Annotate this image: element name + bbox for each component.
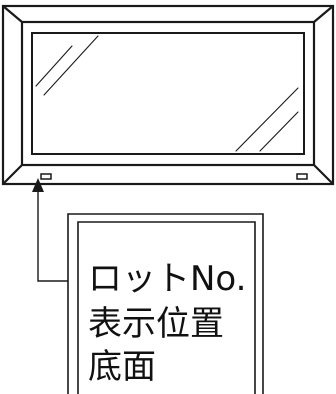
bottom-bezel-mark-right — [296, 173, 308, 180]
bevel-corner-bottom-right — [313, 164, 334, 185]
label-box-outer — [67, 213, 264, 394]
monitor-screen — [31, 32, 305, 155]
label-line-lot-number: ロットNo. — [88, 259, 246, 299]
monitor-bezel-inner — [20, 20, 316, 167]
monitor-illustration — [1, 4, 335, 186]
label-line-bottom-surface: 底面 — [88, 347, 156, 387]
screen-reflection — [35, 35, 299, 152]
bevel-corner-top-left — [2, 5, 23, 23]
label-box-inner — [77, 221, 256, 394]
leader-arrow — [32, 178, 68, 282]
bevel-corner-top-right — [313, 5, 334, 23]
leader-line — [37, 191, 68, 282]
label-box: ロットNo. 表示位置 底面 — [67, 213, 264, 394]
bottom-bezel-mark-left — [40, 173, 52, 180]
arrow-head-icon — [32, 178, 44, 192]
bevel-corner-bottom-left — [2, 164, 23, 185]
monitor-outer-frame — [1, 4, 335, 186]
label-line-display-position: 表示位置 — [88, 304, 224, 344]
